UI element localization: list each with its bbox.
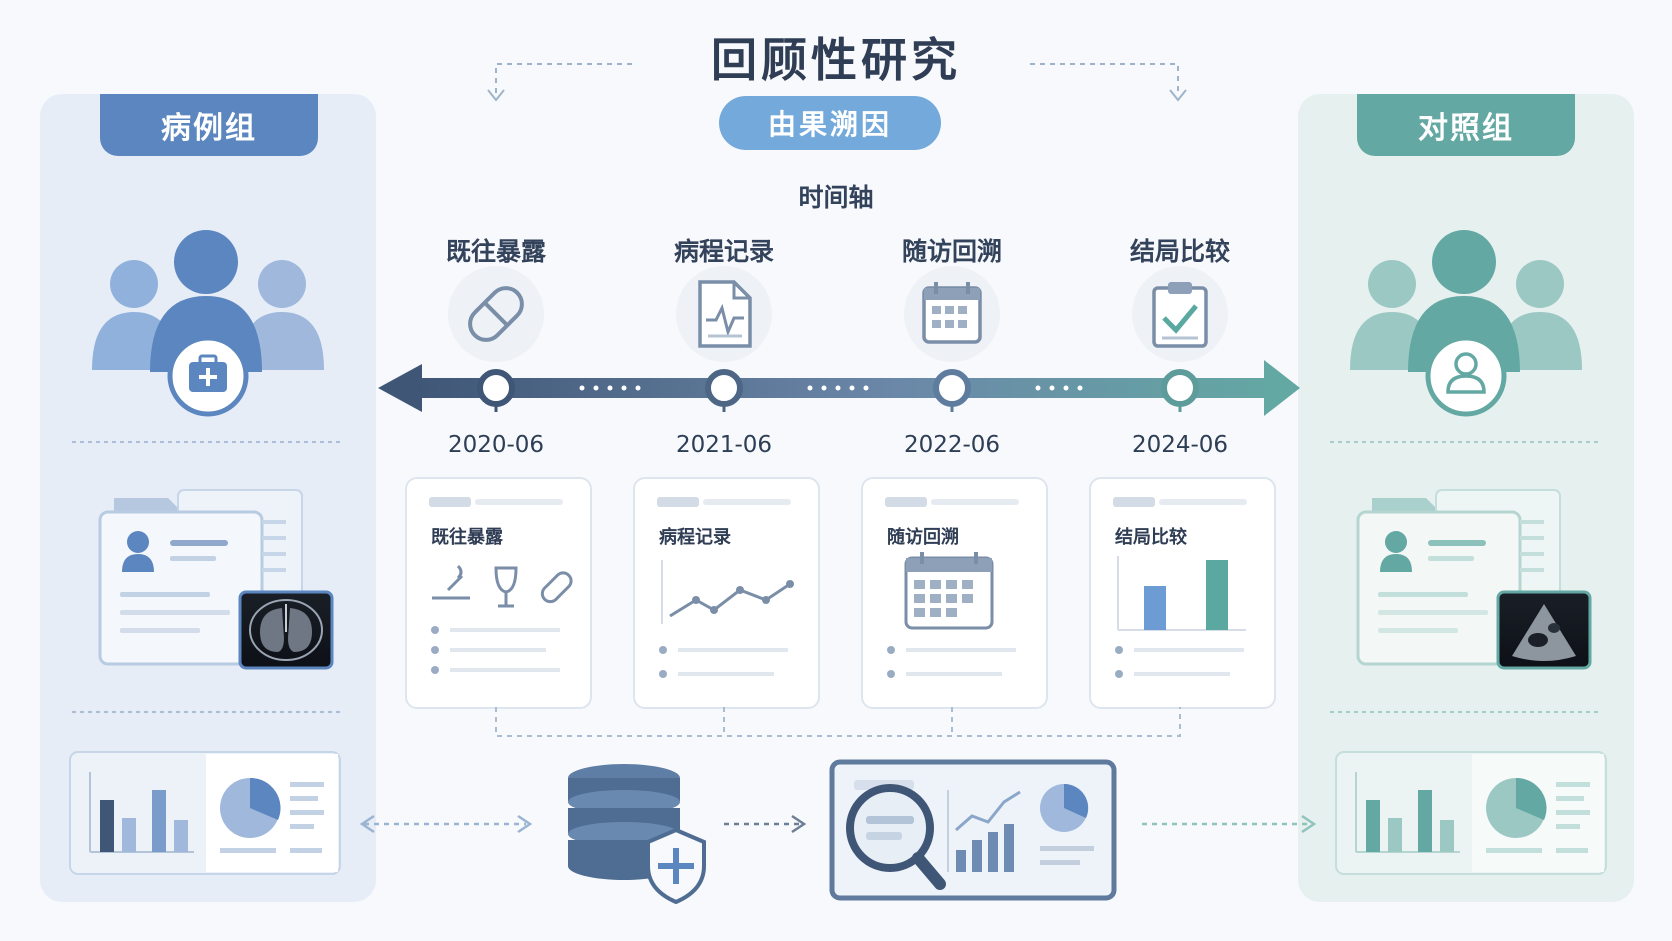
cards-bracket	[495, 707, 1181, 737]
medical-record-folder-icon	[98, 489, 303, 666]
stage-title-records: 病程记录	[673, 237, 774, 266]
calendar-icon	[904, 266, 1000, 362]
pill-icon	[448, 266, 544, 362]
stage-title-outcome: 结局比较	[1129, 237, 1230, 266]
magnifier-chart-icon	[829, 759, 1117, 901]
timeline-node-followup	[933, 369, 971, 412]
timeline-axis	[378, 360, 1300, 416]
card-outcome-content	[1113, 497, 1247, 678]
ultrasound-image-icon	[1496, 590, 1592, 670]
axis-arrow-right	[1264, 360, 1300, 416]
clipboard-check-icon	[1132, 266, 1228, 362]
people-person-icon	[1350, 230, 1582, 417]
timeline-label: 时间轴	[798, 183, 874, 212]
card-title: 既往暴露	[431, 527, 503, 548]
timeline-node-exposure	[477, 369, 515, 412]
database-shield-icon	[568, 764, 706, 905]
document-pulse-icon	[676, 266, 772, 362]
lung-ct-image-icon	[238, 590, 334, 670]
card-exposure-content	[429, 497, 573, 674]
card-title: 病程记录	[659, 527, 731, 548]
stage-date-records: 2021-06	[675, 432, 773, 458]
stage-title-exposure: 既往暴露	[445, 237, 546, 266]
capsule-icon	[540, 571, 573, 604]
smoking-icon	[432, 564, 470, 600]
wine-glass-icon	[494, 566, 518, 608]
people-medical-icon	[92, 230, 324, 417]
card-records-content	[657, 497, 794, 678]
card-followup-content	[885, 497, 1019, 678]
outcome-bar-case	[1144, 586, 1166, 630]
case-report-chart-icon	[69, 751, 341, 875]
card-title: 结局比较	[1115, 527, 1187, 548]
timeline-node-records	[705, 369, 743, 412]
timeline-node-outcome	[1161, 369, 1199, 412]
page-title: 回顾性研究	[711, 33, 961, 87]
stage-date-followup: 2022-06	[903, 432, 1001, 458]
control-record-folder-icon	[1356, 489, 1561, 666]
stage-date-exposure: 2020-06	[447, 432, 545, 458]
subtitle-pill: 由果溯因	[719, 96, 941, 150]
axis-arrow-left	[378, 364, 422, 412]
title-return-arrows	[495, 63, 1179, 94]
stage-title-followup: 随访回溯	[901, 237, 1002, 266]
control-group-tab[interactable]: 对照组	[1357, 94, 1575, 156]
case-group-tab[interactable]: 病例组	[100, 94, 318, 156]
control-report-chart-icon	[1335, 751, 1607, 875]
axis-dots	[579, 385, 1083, 391]
outcome-bar-control	[1206, 560, 1228, 630]
stage-date-outcome: 2024-06	[1131, 432, 1229, 458]
arrow-head-left	[487, 89, 505, 102]
arrow-head-right	[1169, 89, 1187, 102]
card-title: 随访回溯	[887, 527, 959, 548]
